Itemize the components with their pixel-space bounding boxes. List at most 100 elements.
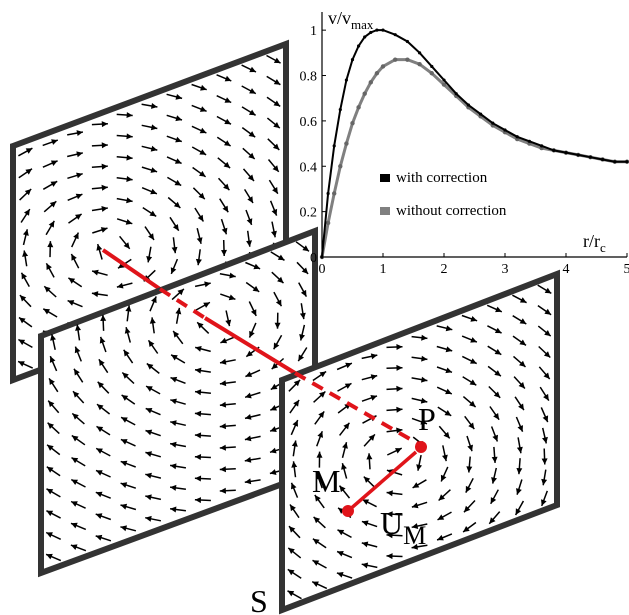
velocity-arrow [45, 531, 62, 540]
velocity-arrow [116, 154, 133, 161]
velocity-arrow [296, 261, 309, 275]
data-point [344, 78, 348, 82]
velocity-arrow [95, 513, 112, 521]
x-tick-label: 4 [563, 262, 570, 277]
velocity-arrow [48, 377, 59, 393]
data-point [588, 155, 593, 159]
velocity-arrow [219, 380, 236, 387]
velocity-arrow [50, 334, 56, 350]
velocity-arrow [47, 241, 54, 258]
legend-swatch-without [380, 207, 390, 215]
velocity-arrow [312, 370, 327, 382]
velocity-arrow [120, 482, 137, 489]
velocity-arrow [194, 367, 211, 374]
velocity-arrow [67, 172, 83, 180]
velocity-arrow [220, 218, 228, 235]
velocity-arrow [141, 103, 158, 109]
point-p-marker [415, 441, 427, 453]
velocity-arrow [217, 177, 230, 191]
velocity-arrow [141, 124, 158, 131]
data-point [393, 33, 397, 37]
velocity-arrow [386, 490, 403, 497]
velocity-arrow [195, 346, 211, 353]
velocity-arrow [194, 497, 211, 504]
velocity-arrow [194, 410, 211, 417]
velocity-arrow [194, 207, 205, 222]
velocity-arrow [141, 166, 158, 173]
velocity-arrow [363, 433, 376, 447]
velocity-arrow [361, 395, 378, 402]
velocity-arrow [219, 423, 236, 430]
velocity-arrow [246, 230, 252, 247]
velocity-arrow [274, 312, 281, 329]
velocity-arrow [192, 187, 206, 200]
velocity-arrow [100, 314, 107, 331]
velocity-arrow [169, 484, 187, 491]
velocity-arrow [299, 303, 306, 320]
data-point [417, 61, 422, 67]
velocity-arrow [18, 316, 33, 328]
velocity-arrow [514, 500, 525, 516]
vector-field-front [287, 284, 552, 600]
velocity-arrow [488, 511, 501, 525]
data-point [332, 144, 336, 148]
velocity-arrow [386, 511, 403, 518]
velocity-vector-mp [346, 450, 418, 513]
velocity-arrow [175, 307, 182, 324]
velocity-arrow [537, 284, 552, 295]
velocity-arrow [42, 139, 59, 147]
velocity-arrow [219, 272, 236, 279]
velocity-arrow [513, 355, 526, 368]
velocity-arrow [70, 253, 80, 269]
velocity-arrow [248, 322, 257, 338]
series-with-correction [320, 28, 629, 259]
velocity-arrow [46, 488, 61, 498]
data-point [405, 57, 410, 62]
velocity-arrow [462, 521, 477, 533]
velocity-arrow [42, 160, 58, 168]
vortex-axis-middle [203, 316, 297, 375]
data-point [515, 135, 519, 139]
velocity-arrow [295, 241, 310, 252]
velocity-arrow [538, 345, 551, 359]
velocity-arrow [17, 360, 34, 369]
point-m-marker [342, 505, 354, 517]
data-point [338, 107, 342, 112]
data-point [564, 151, 568, 155]
data-point [576, 153, 580, 157]
velocity-arrow [267, 138, 280, 151]
velocity-arrow [270, 251, 285, 261]
velocity-arrow [245, 209, 253, 226]
velocity-arrow [438, 425, 451, 439]
velocity-arrow [169, 216, 180, 232]
velocity-arrow [516, 479, 523, 495]
velocity-arrow [146, 246, 153, 263]
data-point [503, 128, 507, 132]
velocity-arrow [267, 159, 280, 173]
velocity-arrow [170, 354, 186, 364]
velocity-arrow [225, 310, 232, 327]
velocity-arrow [116, 112, 133, 118]
velocity-arrow [440, 466, 449, 482]
velocity-arrow [216, 74, 232, 82]
velocity-arrow [465, 477, 474, 493]
velocity-arrow [141, 145, 158, 152]
velocity-arrow [386, 364, 403, 371]
velocity-arrow [219, 466, 236, 473]
y-tick-label: 0.8 [300, 70, 318, 85]
velocity-arrow [116, 197, 133, 204]
velocity-arrow [116, 218, 133, 225]
velocity-arrow [436, 366, 453, 374]
series-line [321, 29, 627, 258]
velocity-arrow [488, 385, 501, 399]
velocity-arrow [513, 376, 526, 390]
data-point [332, 191, 337, 196]
velocity-arrow [487, 365, 502, 377]
velocity-arrow [416, 454, 422, 471]
velocity-arrow [71, 434, 86, 446]
velocity-arrow [18, 338, 33, 349]
velocity-arrow [248, 301, 257, 317]
velocity-arrow [120, 416, 136, 426]
velocity-arrow [20, 208, 31, 223]
